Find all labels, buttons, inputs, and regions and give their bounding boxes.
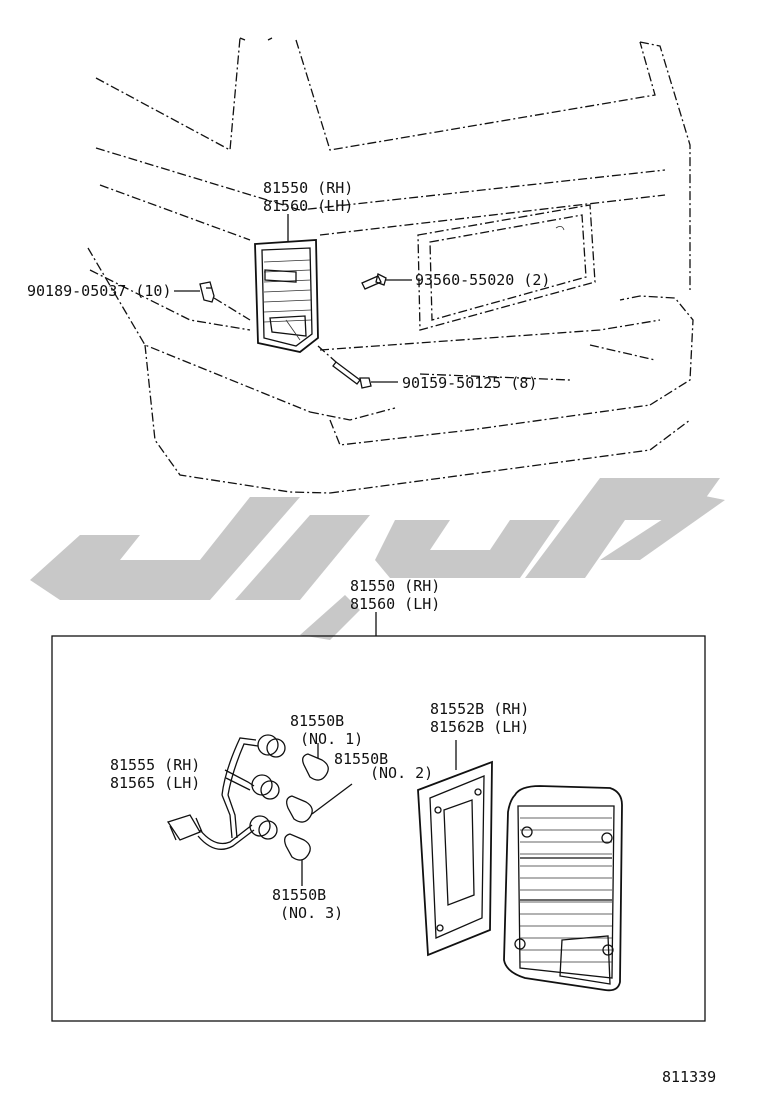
label-top-lamp-lh: 81560 (LH) xyxy=(263,197,353,215)
label-bulb1-no: (NO. 1) xyxy=(300,730,363,748)
assembly-frame xyxy=(51,635,706,1022)
lamp-gasket xyxy=(417,740,493,957)
label-gasket-rh: 81552B (RH) xyxy=(430,700,529,718)
label-assy-rh: 81550 (RH) xyxy=(350,577,440,595)
screw-icon xyxy=(361,273,412,290)
label-socket-lh: 81565 (LH) xyxy=(110,774,200,792)
label-top-lamp-rh: 81550 (RH) xyxy=(263,179,353,197)
label-bulb3-no: (NO. 3) xyxy=(280,904,343,922)
lamp-lens xyxy=(503,785,623,992)
label-bulb3-part: 81550B xyxy=(272,886,326,904)
label-screw-lamp: 90159-50125 (8) xyxy=(402,374,537,392)
vehicle-rear-outline xyxy=(87,37,694,494)
socket-wire-harness xyxy=(166,734,286,850)
clip-icon xyxy=(174,281,251,321)
part-labels: 81550 (RH) 81560 (LH) 90189-05037 (10) 9… xyxy=(27,179,716,1086)
bulb-icon xyxy=(284,833,311,886)
label-assy-lh: 81560 (LH) xyxy=(350,595,440,613)
diagram-number: 811339 xyxy=(662,1068,716,1086)
bulb-icon xyxy=(286,783,353,823)
label-bulb2-no: (NO. 2) xyxy=(370,764,433,782)
bulb-icon xyxy=(302,743,329,781)
label-bulb2-part: 81550B xyxy=(334,750,388,768)
label-gasket-lh: 81562B (LH) xyxy=(430,718,529,736)
label-screw-plate: 93560-55020 (2) xyxy=(415,271,550,289)
label-bulb1-part: 81550B xyxy=(290,712,344,730)
label-clip: 90189-05037 (10) xyxy=(27,282,172,300)
label-socket-rh: 81555 (RH) xyxy=(110,756,200,774)
screw-icon xyxy=(317,345,398,389)
watermark-logo xyxy=(30,478,725,640)
tail-lamp-installed xyxy=(254,239,319,353)
